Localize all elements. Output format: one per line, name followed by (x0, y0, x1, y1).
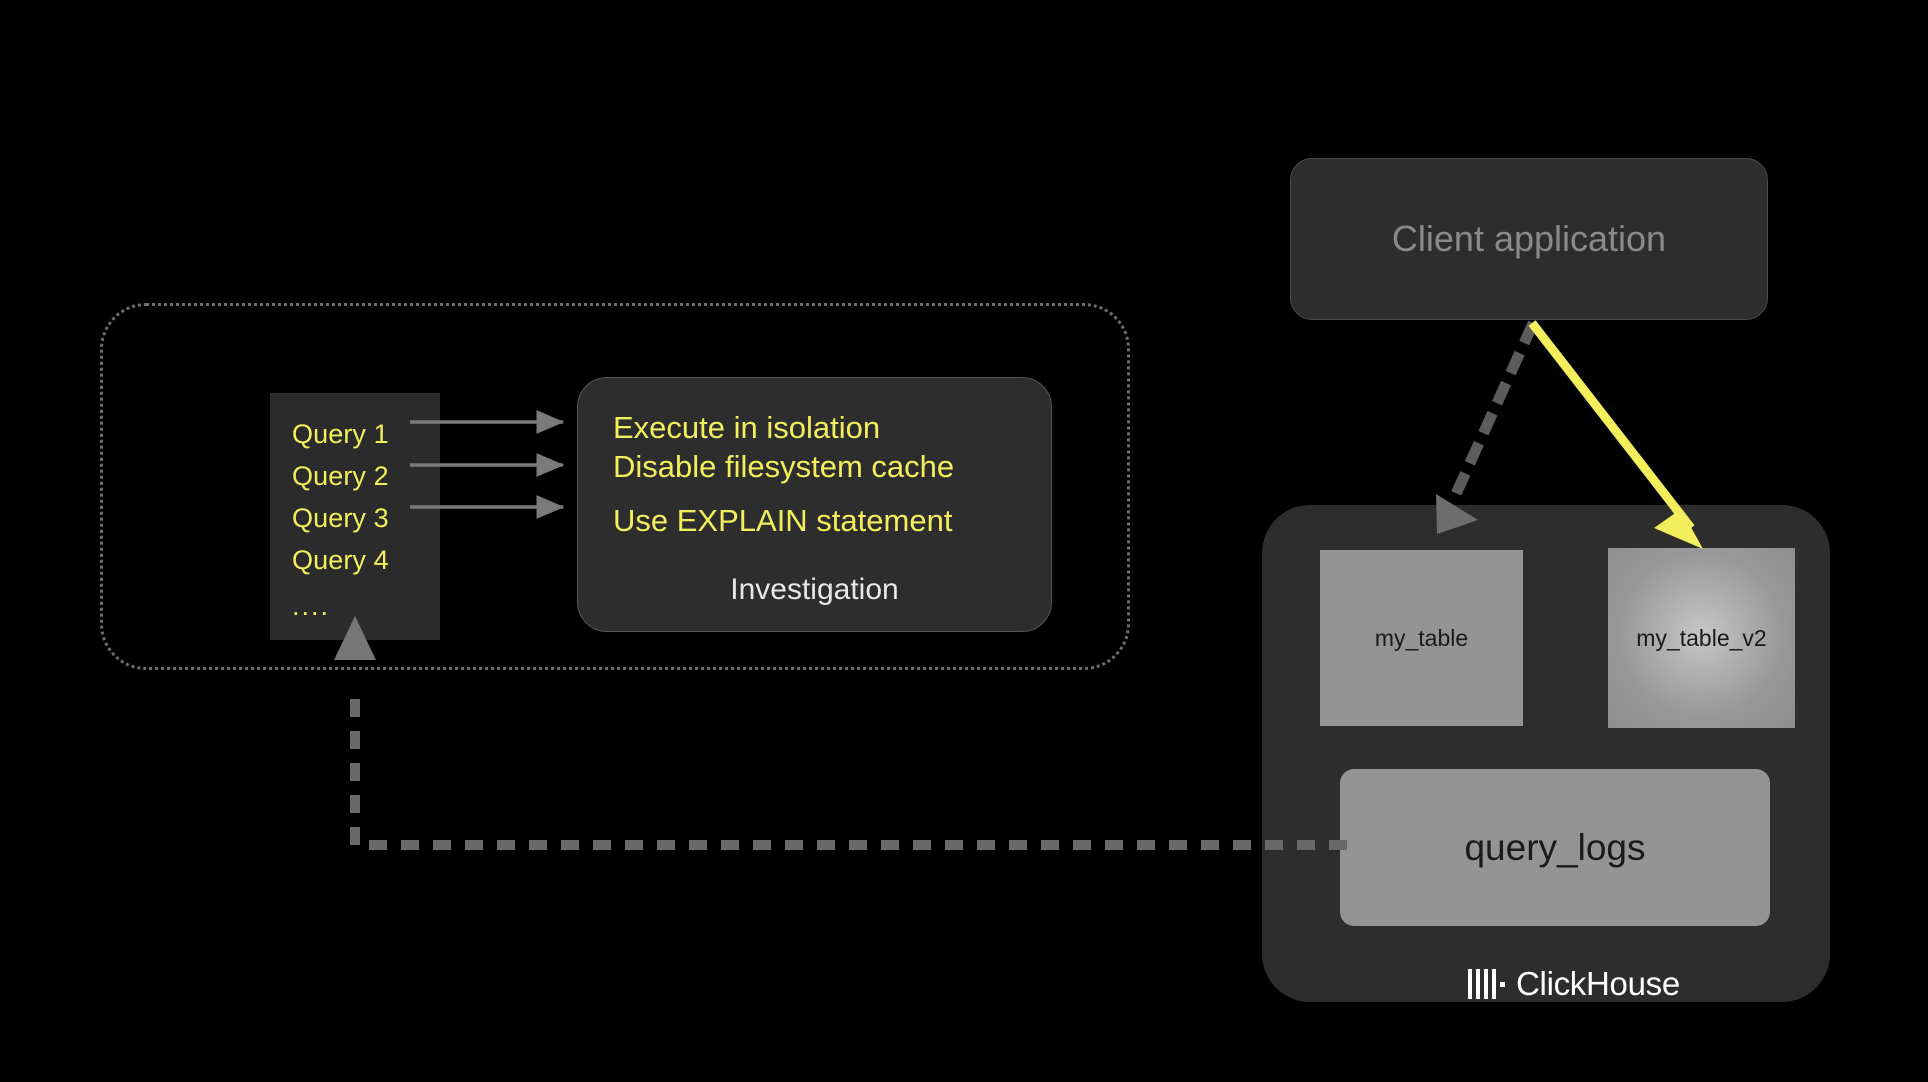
list-item: Query 2 (292, 461, 389, 491)
list-item: Query 1 (292, 419, 389, 449)
table-my-table-label: my_table (1374, 624, 1469, 651)
table-my-table-v2-label: my_table_v2 (1636, 624, 1767, 651)
investigation-step: Disable filesystem cache (613, 449, 955, 484)
table-query-logs-label: query_logs (1464, 826, 1646, 868)
investigation-title: Investigation (730, 573, 899, 606)
table-query-logs: query_logs (1340, 769, 1770, 926)
logo-bar (1484, 969, 1488, 999)
logo-bar (1492, 969, 1496, 999)
logo-bar (1468, 969, 1472, 999)
clickhouse-wordmark: ClickHouse (1516, 965, 1680, 1002)
investigation-step: Use EXPLAIN statement (613, 503, 953, 538)
list-item: Query 4 (292, 545, 389, 575)
client-to-my-table-dotted-line (1443, 320, 1539, 513)
clickhouse-logo: ClickHouse (1468, 965, 1680, 1003)
table-my-table: my_table (1320, 550, 1523, 726)
client-application-box: Client application (1290, 158, 1768, 320)
query-logs-to-query-list-dotted-path (350, 685, 1347, 850)
client-application-label: Client application (1391, 218, 1667, 259)
investigation-panel: Execute in isolation Disable filesystem … (577, 377, 1052, 632)
list-item-ellipsis: .... (292, 591, 331, 621)
logo-dot (1500, 982, 1505, 987)
investigation-step: Execute in isolation (613, 410, 881, 445)
query-list-panel: Query 1 Query 2 Query 3 Query 4 .... (270, 393, 440, 640)
client-to-my-table-v2-line (1528, 320, 1695, 531)
logo-bar (1476, 969, 1480, 999)
investigation-workflow-group (100, 303, 1130, 670)
list-item: Query 3 (292, 503, 389, 533)
table-my-table-v2: my_table_v2 (1608, 548, 1795, 728)
clickhouse-bars-icon (1468, 969, 1505, 999)
